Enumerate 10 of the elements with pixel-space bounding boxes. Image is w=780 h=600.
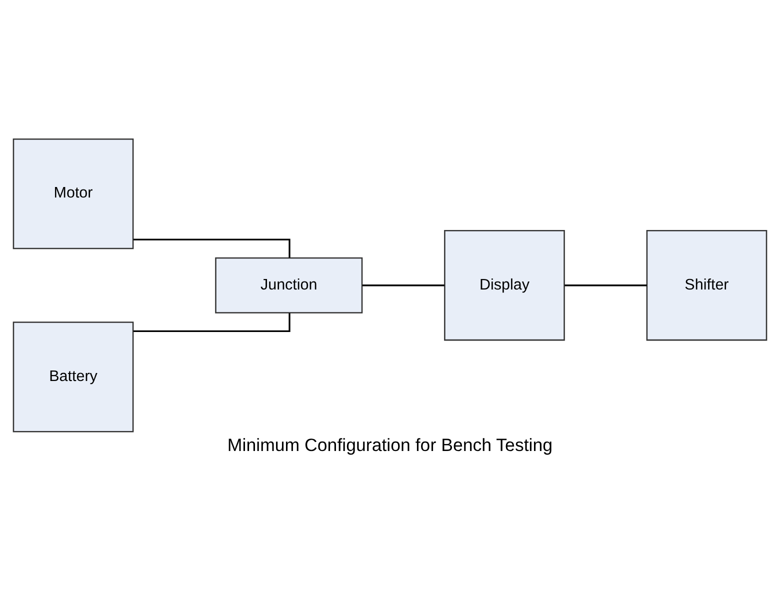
node-box: Battery: [12, 322, 134, 432]
node-box: Display: [444, 230, 565, 341]
caption: Minimum Configuration for Bench Testing: [227, 434, 553, 455]
connector: [134, 238, 290, 258]
connector: [134, 313, 290, 332]
node-box: Motor: [12, 138, 134, 250]
connector: [362, 284, 444, 286]
node-box: Shifter: [646, 230, 768, 341]
connector: [564, 284, 647, 286]
node-box: Junction: [215, 257, 363, 314]
